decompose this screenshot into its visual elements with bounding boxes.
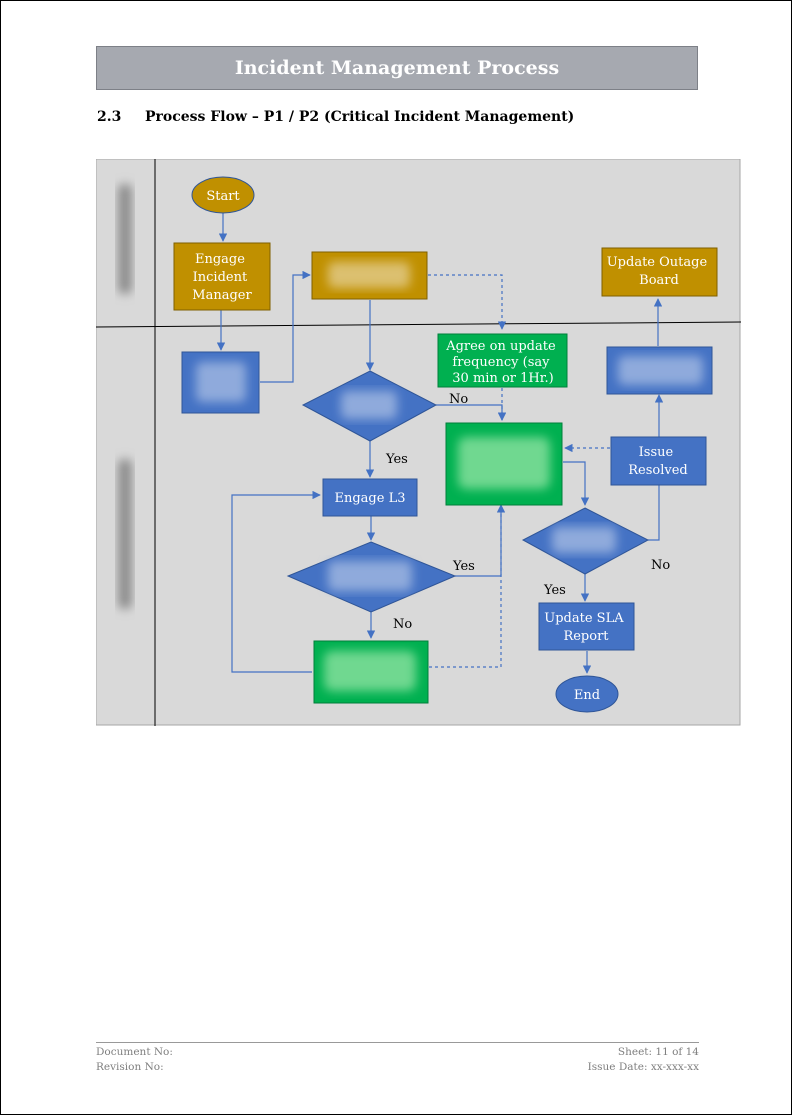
update-sla-report-line-2: Report — [563, 629, 609, 644]
engage-incident-manager-line-1: Engage — [195, 252, 245, 267]
edge-label-no-1: No — [449, 392, 468, 407]
edge-label-yes-1: Yes — [385, 452, 408, 467]
issue-resolved-label: Issue Resolved — [628, 445, 688, 478]
update-outage-board-node — [601, 247, 718, 297]
update-sla-report-label: Update SLA Report — [544, 611, 627, 644]
page-footer: Document No: Sheet: 11 of 14 Revision No… — [96, 1042, 699, 1075]
edge-green1-to-diamond3 — [563, 461, 590, 506]
lane-divider — [96, 321, 741, 328]
agree-update-frequency-line-3: 30 min or 1Hr.) — [452, 371, 553, 386]
update-sla-report-line-1: Update SLA — [544, 611, 624, 626]
engage-incident-manager-label: Engage Incident Manager — [192, 252, 252, 303]
issue-resolved-node — [610, 436, 707, 486]
end-label: End — [574, 688, 600, 703]
edge-green2-to-green1 — [429, 505, 502, 668]
revision-number: Revision No: — [96, 1061, 164, 1073]
edge-label-no-3: No — [651, 558, 670, 573]
section-number: 2.3 — [97, 109, 122, 125]
redacted-blue-text-2 — [618, 356, 703, 385]
start-node — [191, 176, 255, 214]
edge-label-yes-2: Yes — [452, 559, 475, 574]
edge-label-no-2: No — [393, 617, 412, 632]
agree-update-frequency-line-2: frequency (say — [452, 355, 550, 370]
agree-update-frequency-label: Agree on update frequency (say 30 min or… — [445, 339, 560, 386]
redacted-green-text-2 — [324, 651, 416, 691]
redacted-decision-text-1 — [341, 391, 397, 419]
agree-update-frequency-line-1: Agree on update — [445, 339, 556, 354]
issue-date: Issue Date: xx-xxx-xx — [587, 1061, 699, 1073]
lane-label-bottom-redacted — [118, 459, 132, 609]
sheet-number: Sheet: 11 of 14 — [617, 1046, 699, 1058]
section-title: Process Flow – P1 / P2 (Critical Inciden… — [145, 109, 575, 125]
engage-incident-manager-line-3: Manager — [192, 288, 252, 303]
engage-incident-manager-node — [173, 242, 271, 311]
engage-incident-manager-line-2: Incident — [193, 270, 248, 285]
section-heading: 2.3 Process Flow – P1 / P2 (Critical Inci… — [97, 109, 574, 125]
process-flow-diagram: Start Engage Incident Manager Update Out… — [96, 159, 741, 726]
update-sla-report-node — [538, 602, 635, 651]
issue-resolved-line-2: Resolved — [628, 463, 688, 478]
issue-resolved-line-1: Issue — [639, 445, 674, 460]
redacted-blue-text-1 — [196, 362, 246, 402]
engage-l3-label: Engage L3 — [335, 491, 406, 506]
edge-label-yes-3: Yes — [543, 583, 566, 598]
end-node — [555, 675, 619, 713]
page-title: Incident Management Process — [96, 46, 698, 90]
update-outage-board-line-1: Update Outage — [607, 255, 708, 270]
update-outage-board-label: Update Outage Board — [607, 255, 712, 288]
start-label: Start — [206, 189, 240, 204]
redacted-decision-text-2 — [328, 561, 412, 591]
footer-row-1: Document No: Sheet: 11 of 14 — [96, 1045, 699, 1060]
redacted-gold-text — [328, 262, 410, 288]
edge-blue1-to-gold — [260, 270, 311, 383]
edge-gold-to-agree — [428, 274, 507, 330]
lane-label-top-redacted — [118, 184, 132, 294]
footer-row-2: Revision No: Issue Date: xx-xxx-xx — [96, 1060, 699, 1075]
edge-green2-loop — [231, 490, 321, 673]
agree-update-frequency-node — [437, 333, 568, 388]
engage-l3-node — [322, 478, 418, 517]
edge-diamond1-no — [436, 404, 507, 421]
redacted-green-text-1 — [458, 437, 550, 489]
document-number: Document No: — [96, 1046, 173, 1058]
redacted-decision-text-3 — [552, 527, 616, 553]
update-outage-board-line-2: Board — [639, 273, 679, 288]
